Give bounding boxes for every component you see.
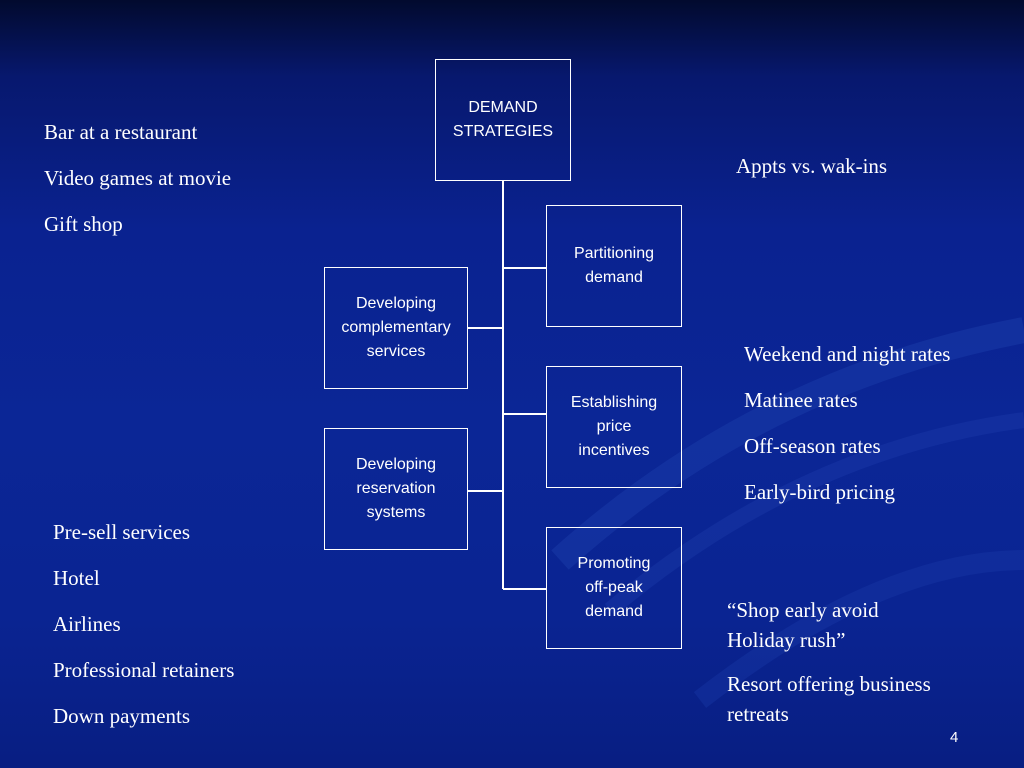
reservation-line-3: systems — [366, 504, 426, 521]
example-item-line: Resort offering business — [727, 672, 931, 696]
example-item: Video games at movie — [44, 166, 232, 190]
root-line-1: DEMAND — [468, 99, 538, 116]
example-item: Pre-sell services — [53, 520, 191, 544]
price-line-3: incentives — [578, 442, 650, 459]
page-number: 4 — [950, 729, 959, 746]
offpeak-box: Promoting off-peak demand — [546, 527, 682, 649]
example-item: Hotel — [53, 566, 100, 590]
example-item: Matinee rates — [744, 388, 858, 412]
example-item: Down payments — [53, 704, 191, 728]
partitioning-line-2: demand — [585, 269, 643, 286]
example-item-line: “Shop early avoid — [727, 598, 879, 622]
root-box: DEMAND STRATEGIES — [435, 59, 571, 181]
connector-trunk — [502, 181, 504, 589]
example-item: Airlines — [53, 612, 121, 636]
complementary-line-1: Developing — [355, 295, 437, 312]
price-line-1: Establishing — [570, 394, 658, 411]
offpeak-examples: “Shop early avoid Holiday rush” Resort o… — [727, 595, 931, 745]
example-item: Professional retainers — [53, 658, 235, 682]
reservation-line-1: Developing — [355, 456, 437, 473]
example-item: Off-season rates — [744, 434, 881, 458]
connector-offpeak — [503, 588, 546, 590]
reservation-examples: Pre-sell services Hotel Airlines Profess… — [53, 517, 234, 747]
partitioning-box: Partitioning demand — [546, 205, 682, 327]
offpeak-line-1: Promoting — [577, 555, 651, 572]
complementary-box: Developing complementary services — [324, 267, 468, 389]
example-item: Early-bird pricing — [744, 480, 896, 504]
connector-price — [503, 413, 546, 415]
complementary-line-2: complementary — [341, 319, 451, 336]
root-line-2: STRATEGIES — [452, 123, 554, 140]
reservation-box: Developing reservation systems — [324, 428, 468, 550]
example-item: Bar at a restaurant — [44, 120, 198, 144]
example-item: Appts vs. wak-ins — [736, 154, 888, 178]
example-item: Weekend and night rates — [744, 342, 951, 366]
reservation-line-2: reservation — [356, 480, 436, 497]
offpeak-line-2: off-peak — [585, 579, 643, 596]
offpeak-line-3: demand — [585, 603, 643, 620]
example-item: Gift shop — [44, 212, 123, 236]
price-examples: Weekend and night rates Matinee rates Of… — [744, 339, 950, 523]
connector-partitioning — [503, 267, 546, 269]
example-item-line: retreats — [727, 702, 789, 726]
price-line-2: price — [596, 418, 632, 435]
example-item-line: Holiday rush” — [727, 628, 846, 652]
complementary-line-3: services — [366, 343, 426, 360]
price-box: Establishing price incentives — [546, 366, 682, 488]
partitioning-line-1: Partitioning — [573, 245, 655, 262]
partitioning-examples: Appts vs. wak-ins — [736, 151, 887, 197]
connector-complementary — [467, 327, 503, 329]
complementary-examples: Bar at a restaurant Video games at movie… — [44, 117, 231, 255]
connector-reservation — [467, 490, 503, 492]
